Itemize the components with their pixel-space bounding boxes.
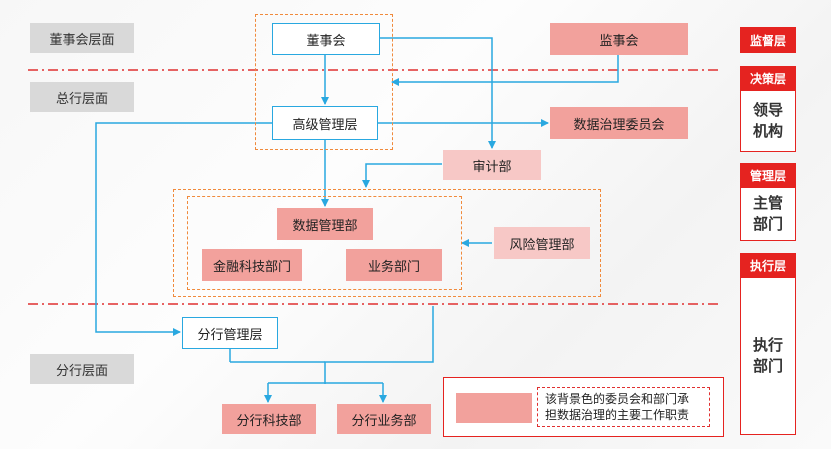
legend-text: 该背景色的委员会和部门承 担数据治理的主要工作职责	[545, 392, 690, 422]
level-board: 董事会层面	[30, 23, 134, 53]
legend-swatch	[456, 393, 532, 423]
edge-senior-branch	[95, 122, 272, 336]
edge-audit-group	[362, 163, 442, 188]
node-fintech-dept: 金融科技部门	[202, 249, 302, 281]
node-risk-management-dept: 风险管理部	[494, 227, 590, 259]
node-board-of-directors: 董事会	[272, 23, 380, 55]
node-business-dept: 业务部门	[346, 249, 442, 281]
node-data-management-dept: 数据管理部	[277, 208, 373, 240]
level-head-office: 总行层面	[30, 82, 134, 112]
tag-management: 管理层	[740, 163, 796, 187]
edge-group-branch	[324, 306, 434, 384]
management-inner-group	[187, 196, 462, 290]
tag-supervision: 监督层	[740, 27, 796, 53]
edge-supervisory-board	[391, 55, 619, 86]
node-branch-business-dept: 分行业务部	[337, 404, 431, 434]
node-data-governance-committee: 数据治理委员会	[550, 107, 688, 139]
node-supervisory-board: 监事会	[550, 23, 688, 55]
level-branch: 分行层面	[30, 354, 134, 384]
node-audit-dept: 审计部	[443, 150, 541, 180]
legend-text-frame	[537, 387, 710, 427]
panel-leadership: 领导 机构	[740, 90, 796, 152]
edge-board-audit	[380, 37, 496, 149]
tag-execution: 执行层	[740, 253, 796, 277]
node-senior-management: 高级管理层	[272, 106, 378, 140]
panel-execution-dept: 执行 部门	[740, 277, 796, 435]
node-branch-management: 分行管理层	[182, 317, 278, 349]
tag-decision: 决策层	[740, 66, 796, 90]
panel-management-dept: 主管 部门	[740, 187, 796, 241]
leadership-group	[255, 14, 393, 150]
node-branch-tech-dept: 分行科技部	[222, 404, 316, 434]
management-outer-group	[173, 189, 601, 297]
